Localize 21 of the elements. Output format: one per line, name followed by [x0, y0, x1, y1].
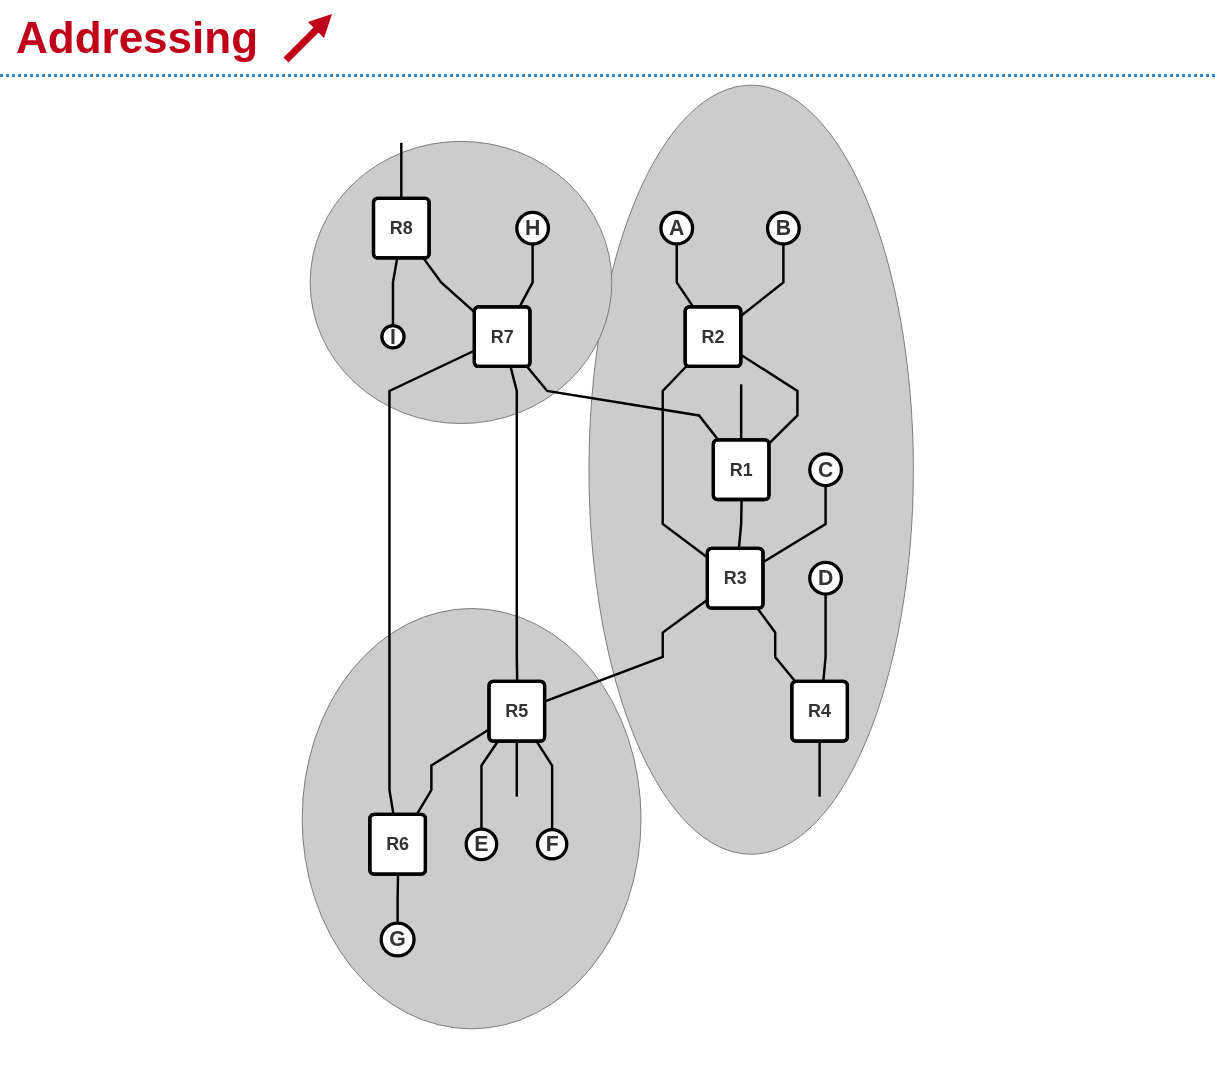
node-circle: I — [379, 323, 406, 350]
node-circle: C — [807, 452, 843, 488]
node-circle: F — [535, 828, 569, 861]
connector-line — [399, 142, 403, 199]
node-circle: B — [765, 210, 801, 246]
connector — [391, 258, 399, 326]
connector-line — [515, 741, 518, 797]
connector — [396, 874, 399, 923]
connector — [740, 353, 799, 445]
page-title: Addressing — [16, 13, 259, 63]
connector — [821, 594, 827, 682]
node-circle: E — [464, 827, 499, 862]
connector — [737, 499, 743, 549]
node-circle: A — [659, 210, 694, 246]
node-circle: H — [514, 210, 550, 246]
connector-line — [739, 384, 743, 440]
connector — [756, 607, 797, 683]
node-circle: D — [807, 560, 843, 596]
connector — [509, 366, 519, 682]
node-circle: G — [379, 921, 416, 958]
connector-line — [818, 741, 821, 797]
